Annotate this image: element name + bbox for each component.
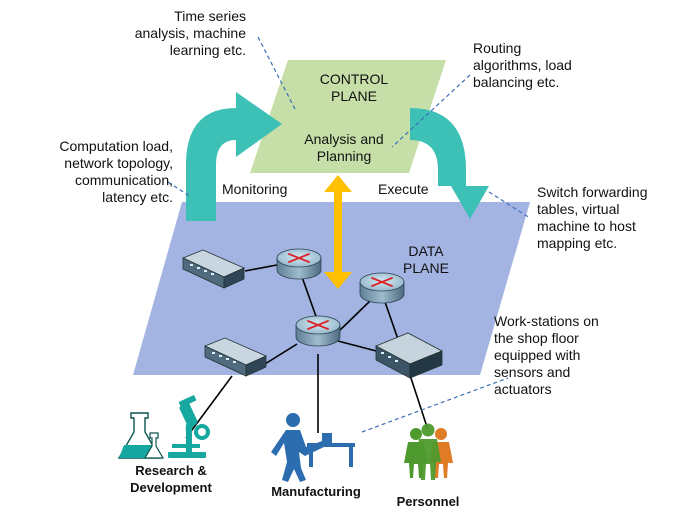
annotation-line: learning etc. (169, 42, 246, 58)
switch-icon (203, 337, 267, 377)
annotation-line: mapping etc. (537, 235, 618, 251)
annotation-line: sensors and (494, 364, 571, 380)
execute-arrow (410, 108, 489, 219)
data-plane-title-line: DATA (408, 243, 444, 259)
monitoring-arrow (186, 92, 282, 221)
research-label-line: Development (130, 480, 212, 495)
control-plane (250, 60, 446, 173)
annotation-computation: Computation load, network topology, comm… (59, 138, 173, 206)
execute-label: Execute (378, 181, 429, 197)
annotation-line: communication, (74, 172, 173, 188)
annotation-line: tables, virtual (537, 201, 620, 217)
data-plane-title-line: PLANE (403, 260, 449, 276)
network-links (185, 260, 429, 439)
personnel-icon (404, 423, 453, 480)
router-icon (359, 272, 405, 304)
personnel-label: Personnel (396, 494, 460, 509)
annotation-line: algorithms, load (473, 57, 572, 73)
annotation-line: the shop floor (494, 330, 579, 346)
annotation-line: latency etc. (102, 189, 173, 205)
annotation-line: Work-stations on (494, 313, 599, 329)
data-plane-title: DATA PLANE (396, 243, 456, 277)
control-plane-subtitle-line: Analysis and (304, 131, 384, 147)
manufacturing-label: Manufacturing (271, 484, 361, 499)
monitoring-label: Monitoring (222, 181, 288, 197)
control-plane-subtitle: Analysis and Planning (282, 131, 406, 165)
data-plane (133, 202, 530, 375)
control-plane-subtitle-line: Planning (316, 148, 372, 164)
annotation-line: equipped with (494, 347, 581, 363)
lab-equipment-icon (117, 395, 210, 459)
annotation-line: actuators (494, 381, 552, 397)
research-label: Research & Development (118, 462, 224, 496)
annotation-switch-tables: Switch forwarding tables, virtual machin… (537, 184, 648, 252)
annotation-routing: Routing algorithms, load balancing etc. (473, 40, 572, 91)
control-plane-title-line: CONTROL (319, 71, 389, 87)
switch-icon (181, 249, 245, 289)
router-icon (295, 315, 341, 347)
control-plane-title-line: PLANE (331, 88, 377, 104)
control-plane-title: CONTROL PLANE (302, 71, 406, 105)
annotation-workstations: Work-stations on the shop floor equipped… (494, 313, 599, 398)
research-label-line: Research & (135, 463, 207, 478)
annotation-line: balancing etc. (473, 74, 560, 90)
bidirectional-arrow (324, 175, 352, 289)
switch-icon (375, 332, 443, 379)
router-icon (276, 248, 322, 280)
annotation-line: analysis, machine (134, 25, 246, 41)
annotation-line: Computation load, (59, 138, 173, 154)
annotation-line: Routing (473, 40, 522, 56)
annotation-line: Switch forwarding (537, 184, 648, 200)
worker-icon (271, 413, 355, 482)
annotation-time-series: Time series analysis, machine learning e… (135, 8, 246, 59)
annotation-line: network topology, (64, 155, 173, 171)
annotation-line: Time series (174, 8, 246, 24)
annotation-line: machine to host (537, 218, 636, 234)
leader-lines (167, 36, 531, 433)
